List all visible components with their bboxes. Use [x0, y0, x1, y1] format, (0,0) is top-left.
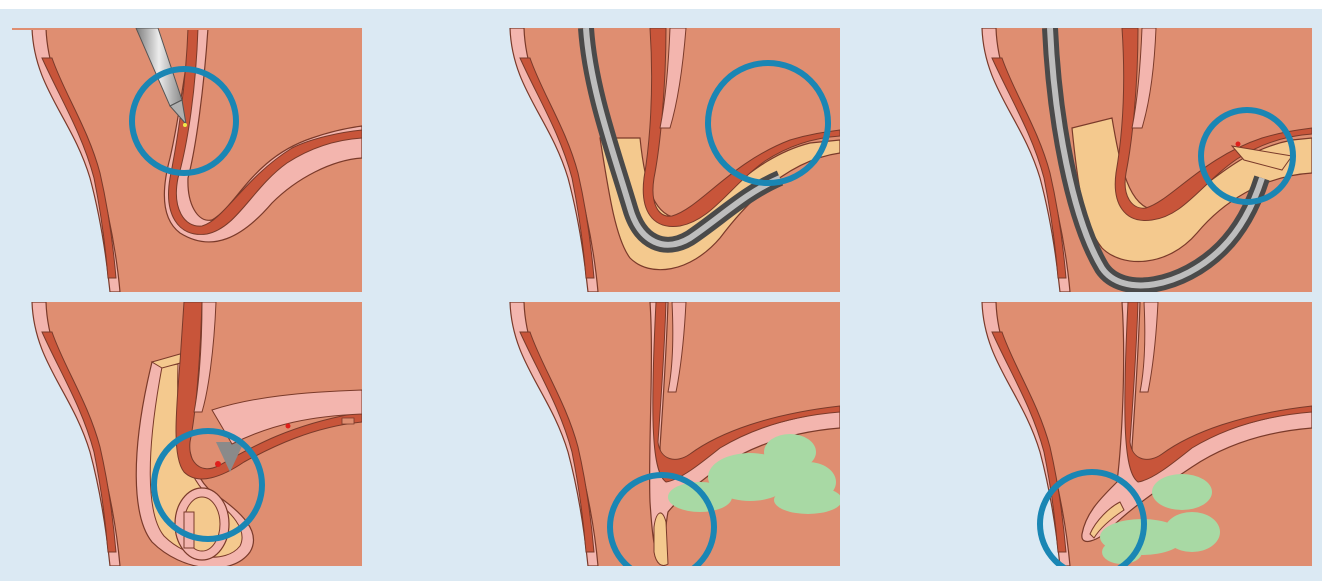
panel-d: d [12, 302, 362, 566]
panel-c-illustration [962, 28, 1312, 292]
panel-e: e [490, 302, 840, 566]
panel-b-illustration [490, 28, 840, 292]
panel-a-illustration [12, 28, 362, 292]
panel-b: b [490, 28, 840, 292]
panel-f-illustration [962, 302, 1312, 566]
panel-a: a [12, 28, 362, 292]
panel-d-illustration [12, 302, 362, 566]
panel-e-illustration [490, 302, 840, 566]
panel-f: f [962, 302, 1312, 566]
figure-background: a b [0, 9, 1322, 581]
panel-c: c [962, 28, 1312, 292]
